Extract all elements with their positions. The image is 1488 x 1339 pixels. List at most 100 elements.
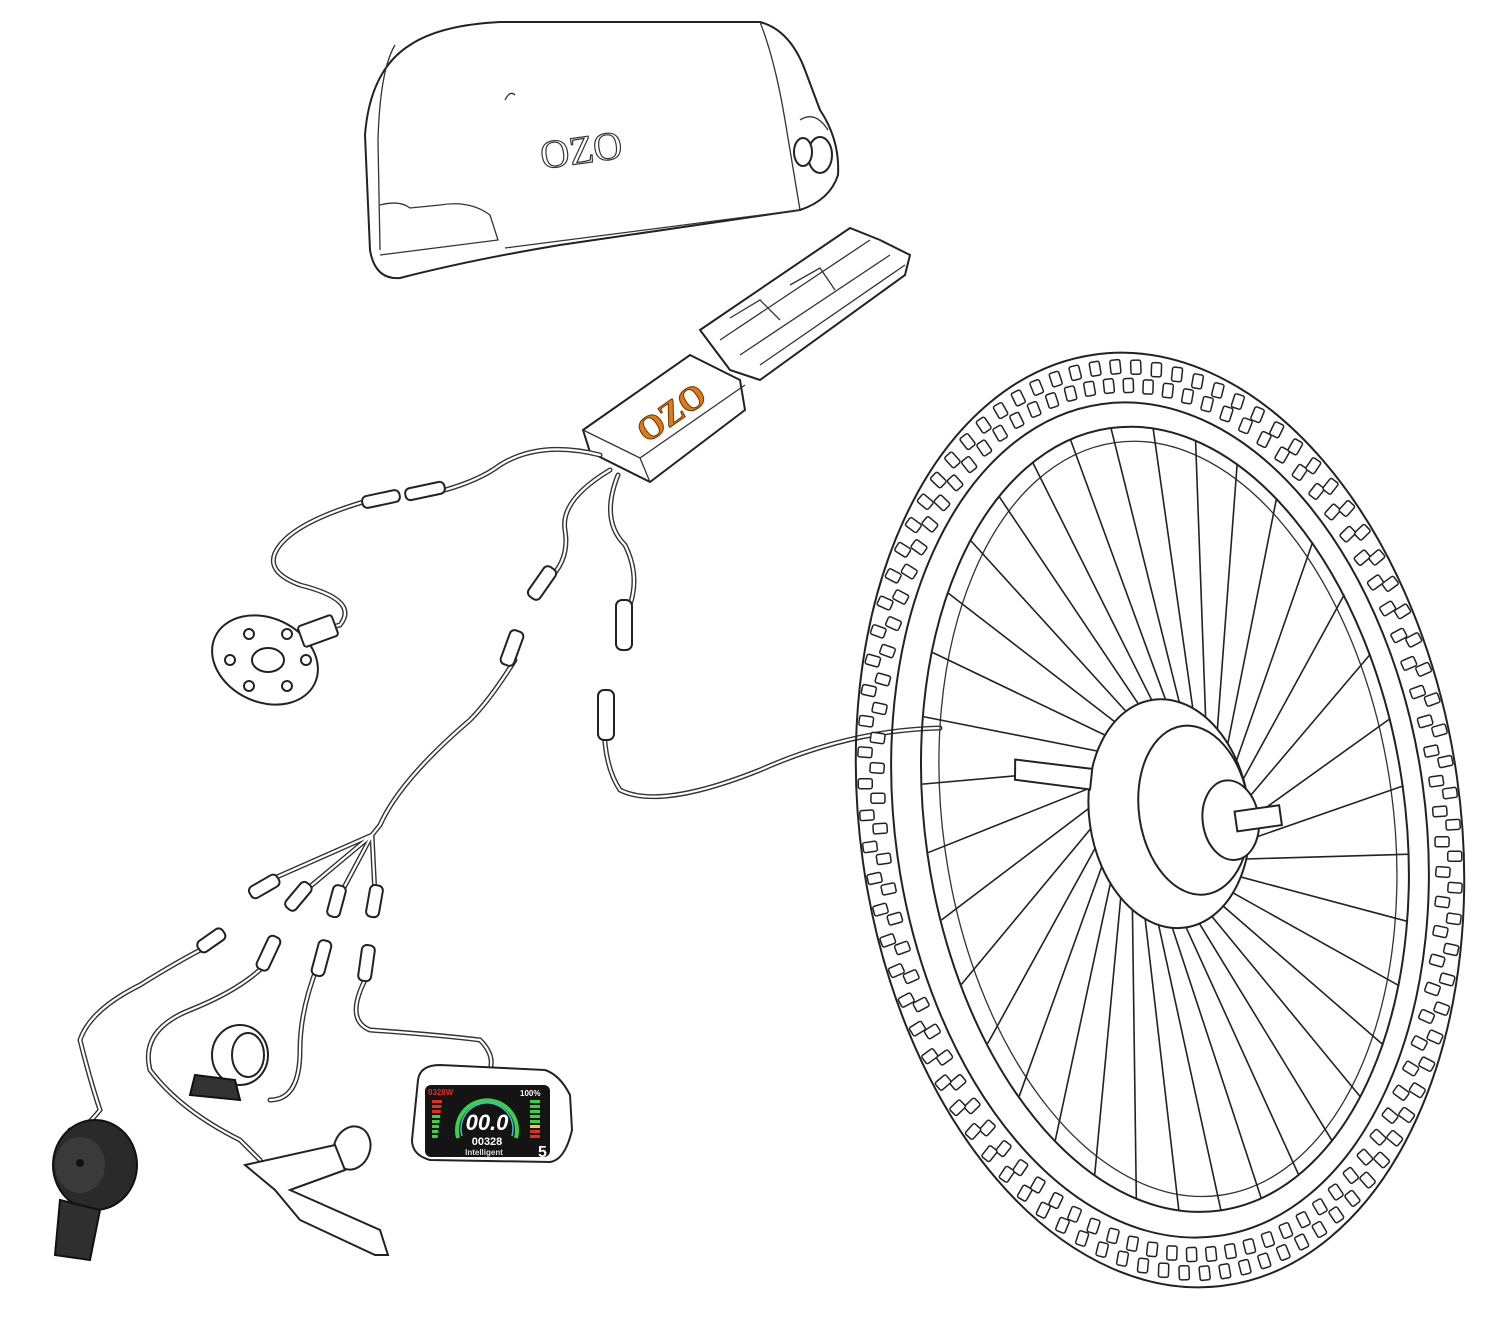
tire-knob <box>1238 417 1253 435</box>
tire-knob <box>904 516 922 534</box>
tire-knob <box>900 563 918 580</box>
tire-knob <box>1198 1265 1211 1282</box>
spoke <box>960 817 1100 985</box>
tire-knob <box>1170 366 1184 383</box>
tire-knob <box>1409 684 1427 700</box>
tire-knob <box>923 1023 941 1040</box>
tire-knob <box>860 683 878 698</box>
tire-knob <box>1275 1244 1291 1262</box>
pas-magnet-hole <box>281 628 293 641</box>
pas-magnet-hole <box>300 654 312 666</box>
spoke <box>1194 440 1208 735</box>
tire-knob <box>1256 430 1272 449</box>
spoke <box>932 651 1117 742</box>
tire-knob <box>1157 1262 1170 1279</box>
display-speed: 00.0 <box>466 1110 510 1135</box>
spoke <box>1054 867 1115 1141</box>
tire-knob <box>887 963 905 979</box>
tire-knob <box>1044 392 1060 409</box>
tire-knob <box>1418 1008 1436 1024</box>
spokes <box>922 427 1410 1211</box>
tire-knob <box>1219 405 1234 423</box>
tire-knob <box>1353 549 1371 566</box>
tire-knob <box>1287 438 1304 456</box>
tire-knob <box>1398 1106 1416 1124</box>
spoke <box>1234 853 1410 861</box>
tire-knob <box>1218 1263 1232 1280</box>
tire-knob <box>1180 388 1195 405</box>
pas-magnet-hole <box>224 654 236 666</box>
tire-knob <box>1410 1035 1428 1051</box>
spoke <box>998 496 1148 718</box>
tire-knob <box>929 471 947 489</box>
tire-knob <box>1338 500 1356 517</box>
tire-knob <box>1088 360 1102 377</box>
tire-knob <box>1250 406 1265 424</box>
tire-knob <box>1278 1222 1294 1240</box>
tire-knob <box>1109 358 1122 375</box>
tire-knob <box>1400 655 1418 671</box>
tire-knob <box>1142 379 1154 395</box>
tire-knob <box>975 416 992 434</box>
pas-magnet-hole <box>281 679 293 692</box>
power-bar <box>432 1120 440 1123</box>
tire-knob <box>1428 953 1446 968</box>
tire-knob <box>1200 395 1214 413</box>
battery: OZO <box>363 21 840 280</box>
rear-wheel <box>854 351 1466 1289</box>
tire-knob <box>884 568 902 584</box>
tire-knob <box>981 1145 998 1163</box>
spoke <box>1110 427 1185 719</box>
tire-knob <box>921 1048 939 1065</box>
power-bar <box>432 1130 439 1133</box>
tire-knob <box>912 996 930 1013</box>
tire-knob <box>916 493 934 511</box>
tire-knob <box>872 822 889 835</box>
tire-knob <box>998 1165 1015 1183</box>
tire-knob <box>1368 549 1386 566</box>
battery-bar <box>530 1110 540 1113</box>
spoke <box>927 783 1101 854</box>
tire-knob <box>963 1097 981 1115</box>
tire-knob <box>1055 1216 1070 1234</box>
tire-knob <box>1129 359 1142 376</box>
tire-knob <box>875 852 892 866</box>
battery-bar <box>530 1105 540 1108</box>
tire-knob <box>864 653 882 668</box>
tire-knob <box>1447 881 1463 894</box>
tire-knob <box>1415 661 1433 677</box>
tire-knob <box>1125 1235 1140 1252</box>
spoke <box>1202 904 1362 1098</box>
spoke <box>923 715 1110 755</box>
tire-knob <box>870 792 886 804</box>
tire-knob <box>1445 818 1462 831</box>
tire-knob <box>1431 805 1448 818</box>
battery-bar <box>530 1115 540 1118</box>
tire-knob <box>1308 482 1325 500</box>
tire-knob <box>1405 632 1423 648</box>
tire-knob <box>1392 1084 1410 1101</box>
tire-knob <box>1381 575 1399 592</box>
thumb-throttle <box>188 1024 269 1102</box>
tire-knob <box>1294 1233 1310 1251</box>
tire-knob <box>1161 382 1175 399</box>
controller: OZO <box>581 353 747 484</box>
spoke <box>1154 908 1222 1211</box>
tire-knob <box>1048 1191 1064 1210</box>
tire-knob <box>910 539 928 556</box>
spoke <box>1152 428 1196 726</box>
tire-knob <box>1242 1238 1257 1255</box>
tire-knob <box>1322 477 1339 495</box>
spoke <box>1032 462 1160 715</box>
tire-knob <box>869 731 886 745</box>
pas-magnet-hole <box>243 628 255 641</box>
spoke <box>1223 497 1278 761</box>
tire-knob <box>1423 744 1440 758</box>
tire-knob <box>1353 523 1371 541</box>
tire-knob <box>876 595 894 611</box>
tire-knob <box>1311 1220 1328 1239</box>
cables <box>67 446 943 1163</box>
brake-lever <box>242 1125 390 1256</box>
